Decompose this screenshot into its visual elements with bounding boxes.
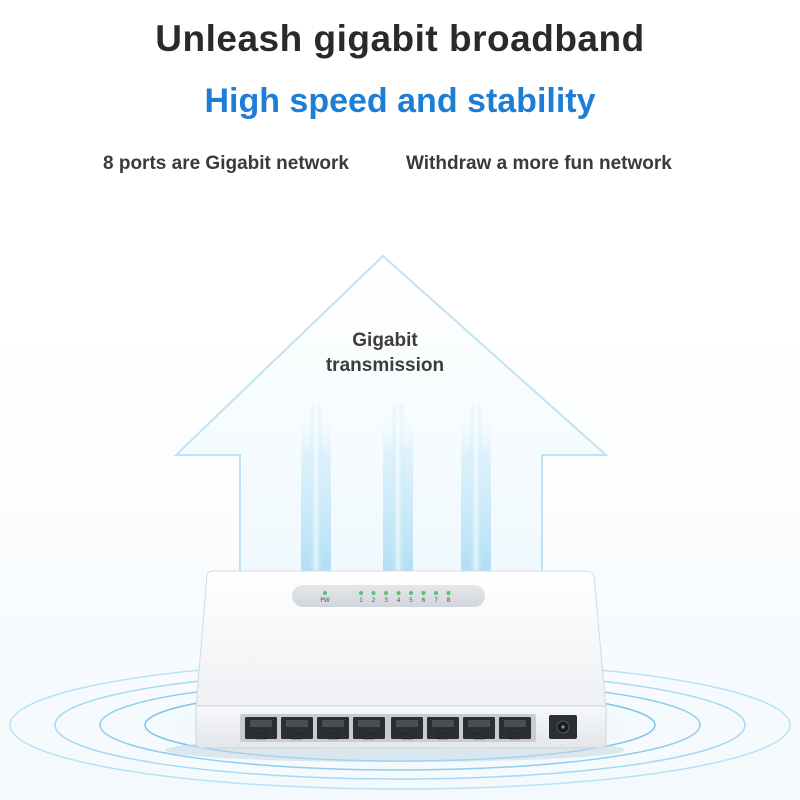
port-led-6: 6 xyxy=(421,591,426,604)
page-title: Unleash gigabit broadband xyxy=(155,18,645,59)
port-led-label: 3 xyxy=(384,597,388,604)
power-led-label: PW xyxy=(320,597,330,604)
arrow-label-line2: transmission xyxy=(325,355,445,376)
port-led-label: 4 xyxy=(397,597,401,604)
feature-ports-text: 8 ports are Gigabit network xyxy=(103,153,349,174)
ethernet-port-6-icon xyxy=(427,717,459,740)
feature-network-text: Withdraw a more fun network xyxy=(406,153,672,174)
port-led-label: 2 xyxy=(372,597,376,604)
ethernet-port-5-icon xyxy=(391,717,423,740)
port-led-label: 6 xyxy=(422,597,426,604)
power-jack-icon xyxy=(549,715,577,739)
port-led-label: 8 xyxy=(447,597,451,604)
ethernet-port-1-icon xyxy=(245,717,277,740)
signal-beams xyxy=(301,405,491,595)
ethernet-ports xyxy=(240,714,536,742)
arrow-label-line1: Gigabit xyxy=(352,330,418,351)
port-led-1: 1 xyxy=(359,591,363,604)
port-led-3: 3 xyxy=(384,591,388,604)
page-subtitle: High speed and stability xyxy=(204,82,596,120)
port-led-7: 7 xyxy=(434,591,438,604)
port-led-label: 7 xyxy=(434,597,438,604)
power-led-icon: PW xyxy=(320,591,330,604)
port-led-2: 2 xyxy=(371,591,376,604)
ethernet-port-7-icon xyxy=(463,717,495,740)
port-led-label: 5 xyxy=(409,597,413,604)
port-led-label: 1 xyxy=(359,597,363,604)
ethernet-port-4-icon xyxy=(353,717,385,740)
port-led-4: 4 xyxy=(396,591,401,604)
port-led-8: 8 xyxy=(446,591,451,604)
ethernet-port-3-icon xyxy=(317,717,349,740)
ethernet-port-8-icon xyxy=(499,717,531,740)
port-led-5: 5 xyxy=(409,591,413,604)
led-indicators: PW 1 2 3 4 5 6 7 8 xyxy=(320,591,451,604)
ethernet-port-2-icon xyxy=(281,717,313,740)
